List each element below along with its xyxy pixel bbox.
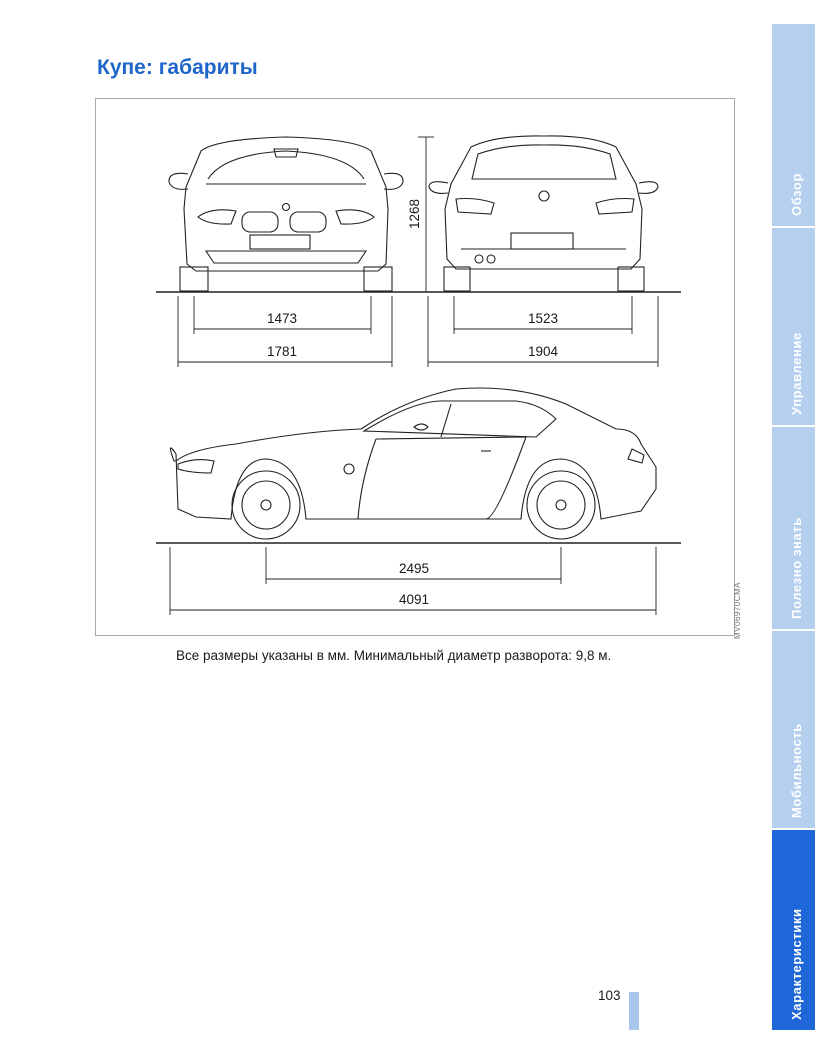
tab-specifications[interactable]: Характеристики — [772, 830, 815, 1030]
tab-specifications-label: Характеристики — [788, 908, 804, 1020]
rear-view — [428, 135, 659, 292]
tab-controls-label: Управление — [788, 332, 804, 415]
height-label: 1268 — [407, 199, 422, 229]
length-label: 4091 — [399, 592, 429, 607]
wheelbase-label: 2495 — [399, 561, 429, 576]
page-title: Купе: габариты — [97, 56, 258, 79]
front-track-label: 1473 — [267, 311, 297, 326]
width-mirrors-label: 1904 — [528, 344, 559, 359]
caption: Все размеры указаны в мм. Минимальный ди… — [176, 648, 612, 663]
tab-controls[interactable]: Управление — [772, 228, 815, 425]
tab-useful-info-label: Полезно знать — [788, 517, 804, 619]
tab-useful-info[interactable]: Полезно знать — [772, 427, 815, 629]
tab-mobility-label: Мобильность — [788, 723, 804, 818]
tab-mobility[interactable]: Мобильность — [772, 631, 815, 828]
page-number: 103 — [598, 988, 621, 1003]
figure-code: MV06970CMA — [733, 582, 742, 640]
dimensions-figure: 1268 1473 1781 1523 1904 2495 4091 — [95, 98, 735, 636]
tab-overview-label: Обзор — [788, 173, 804, 216]
front-view — [168, 136, 404, 292]
rear-track-label: 1523 — [528, 311, 558, 326]
tab-overview[interactable]: Обзор — [772, 24, 815, 226]
car-drawing: 1268 1473 1781 1523 1904 2495 4091 — [156, 135, 681, 615]
page-number-bar — [629, 992, 639, 1030]
side-view — [169, 387, 657, 540]
width-label: 1781 — [267, 344, 297, 359]
